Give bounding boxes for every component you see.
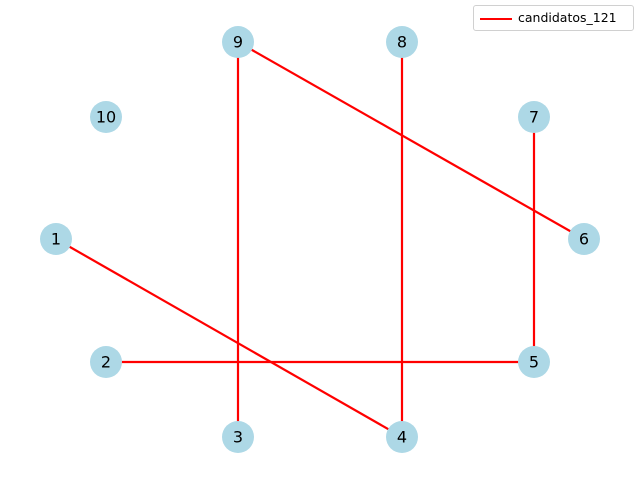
- node-4: 4: [386, 421, 418, 453]
- node-1: 1: [40, 223, 72, 255]
- node-circle: [90, 346, 122, 378]
- node-circle: [518, 101, 550, 133]
- edge-1-4: [55, 238, 403, 438]
- node-6: 6: [568, 223, 600, 255]
- node-circle: [568, 223, 600, 255]
- node-label: 6: [579, 230, 589, 249]
- node-9: 9: [222, 26, 254, 58]
- legend-line-swatch: [480, 18, 512, 20]
- node-label: 8: [397, 33, 407, 52]
- node-label: 9: [233, 33, 243, 52]
- node-circle: [40, 223, 72, 255]
- legend-label: candidatos_121: [518, 10, 617, 25]
- node-circle: [518, 346, 550, 378]
- node-label: 4: [397, 428, 407, 447]
- node-circle: [90, 101, 122, 133]
- node-7: 7: [518, 101, 550, 133]
- node-label: 10: [96, 108, 116, 127]
- node-label: 2: [101, 353, 111, 372]
- node-circle: [222, 421, 254, 453]
- node-3: 3: [222, 421, 254, 453]
- node-layer: 1 2 3 4 5 6 7 8 9 10: [40, 26, 600, 453]
- edge-9-6: [237, 41, 585, 240]
- node-circle: [386, 421, 418, 453]
- node-label: 3: [233, 428, 243, 447]
- node-8: 8: [386, 26, 418, 58]
- node-2: 2: [90, 346, 122, 378]
- node-label: 5: [529, 353, 539, 372]
- node-circle: [222, 26, 254, 58]
- legend: candidatos_121: [473, 5, 634, 31]
- node-label: 7: [529, 108, 539, 127]
- node-circle: [386, 26, 418, 58]
- edge-layer: [55, 41, 585, 438]
- node-10: 10: [90, 101, 122, 133]
- node-5: 5: [518, 346, 550, 378]
- node-label: 1: [51, 230, 61, 249]
